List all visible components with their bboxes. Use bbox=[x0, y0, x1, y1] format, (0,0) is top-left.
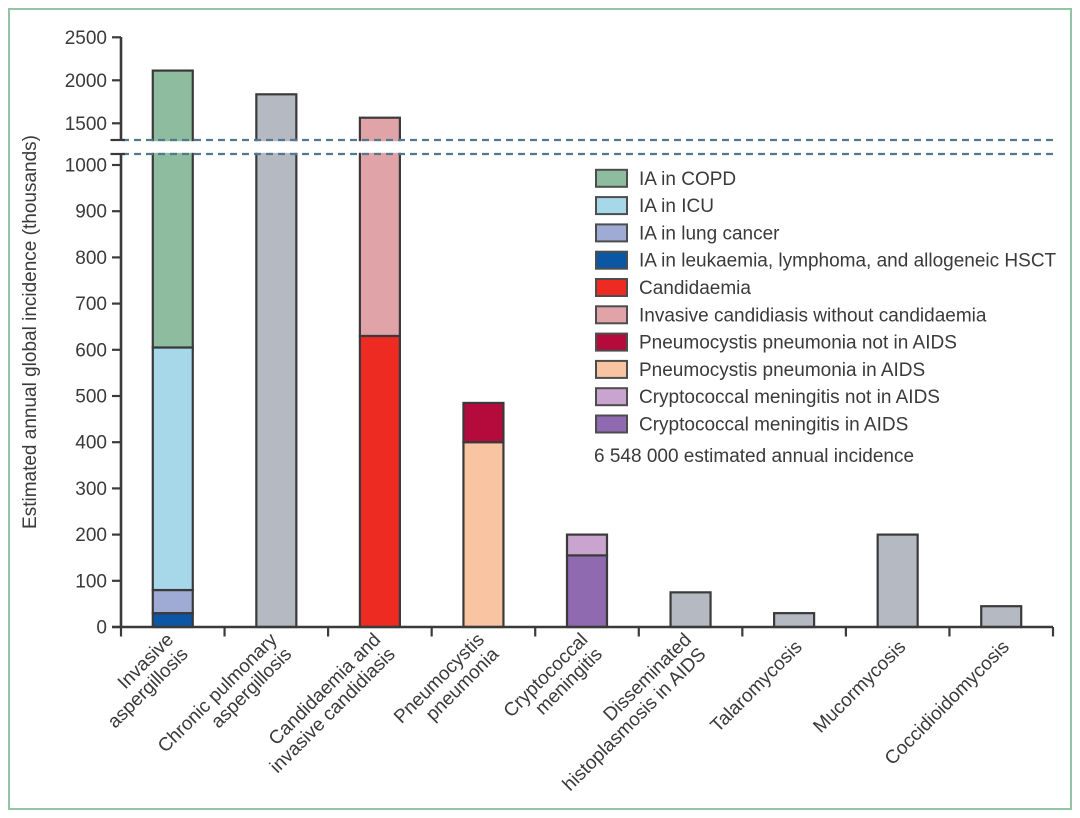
y-tick-label: 2500 bbox=[65, 28, 107, 49]
y-tick-label: 0 bbox=[96, 618, 107, 639]
legend-label-ia_lung_cancer: IA in lung cancer bbox=[639, 223, 780, 244]
y-tick-label: 900 bbox=[75, 202, 107, 223]
legend-label-ia_icu: IA in ICU bbox=[639, 196, 714, 217]
bar-segment-crypto_not_aids bbox=[565, 533, 609, 557]
legend-label-invasive_candidiasis: Invasive candidiasis without candidaemia bbox=[639, 305, 987, 326]
bar-segment-single bbox=[669, 591, 712, 629]
legend-swatch-invasive_candidiasis bbox=[595, 305, 628, 325]
bar-segment-candidaemia bbox=[358, 334, 401, 629]
bar-segment-ia_lung_cancer bbox=[151, 588, 194, 615]
legend-swatch-ia_leukaemia bbox=[595, 250, 628, 270]
legend-swatch-crypto_not_aids bbox=[595, 387, 628, 407]
y-tick-label: 600 bbox=[75, 340, 107, 361]
legend-label-candidaemia: Candidaemia bbox=[639, 278, 751, 299]
bar-segment-single bbox=[980, 605, 1023, 629]
bar-segment-pcp_aids bbox=[462, 441, 505, 629]
legend-swatch-pcp_not_aids bbox=[595, 332, 628, 352]
figure-border bbox=[8, 8, 1072, 810]
legend-label-crypto_aids: Cryptococcal meningitis in AIDS bbox=[639, 415, 908, 436]
y-tick-label: 800 bbox=[75, 248, 107, 269]
bar-segment-single bbox=[876, 533, 919, 629]
total-incidence-note: 6 548 000 estimated annual incidence bbox=[594, 446, 914, 467]
legend-label-ia_leukaemia: IA in leukaemia, lymphoma, and allogenei… bbox=[639, 251, 1057, 272]
y-tick-label: 100 bbox=[75, 571, 107, 592]
legend-swatch-ia_lung_cancer bbox=[595, 223, 628, 243]
bar-segment-crypto_aids bbox=[565, 554, 609, 629]
y-tick-label: 300 bbox=[75, 479, 107, 500]
y-tick-label: 400 bbox=[75, 433, 107, 454]
legend-label-crypto_not_aids: Cryptococcal meningitis not in AIDS bbox=[639, 387, 940, 408]
y-tick-label: 700 bbox=[75, 294, 107, 315]
legend-swatch-candidaemia bbox=[595, 278, 628, 297]
y-tick-label: 2000 bbox=[65, 71, 107, 92]
legend-label-ia_copd: IA in COPD bbox=[639, 169, 736, 190]
bar-segment-ia_icu bbox=[151, 346, 194, 592]
bar-segment-ia_copd bbox=[151, 69, 194, 349]
legend-swatch-crypto_aids bbox=[595, 414, 628, 434]
bar-segment-single bbox=[255, 93, 298, 629]
legend-label-pcp_not_aids: Pneumocystis pneumonia not in AIDS bbox=[639, 333, 957, 354]
bar-segment-single bbox=[773, 612, 816, 629]
bar-segment-pcp_not_aids bbox=[462, 401, 505, 444]
legend: IA in COPD IA in ICU IA in lung cancer IA i… bbox=[594, 168, 1057, 467]
legend-swatch-ia_copd bbox=[595, 168, 628, 188]
y-tick-label: 200 bbox=[75, 525, 107, 546]
bars-group bbox=[151, 69, 1023, 629]
x-category-label: Talaromycosis bbox=[707, 637, 807, 737]
y-tick-label: 1000 bbox=[65, 156, 107, 177]
legend-label-pcp_aids: Pneumocystis pneumonia in AIDS bbox=[639, 360, 925, 381]
axis-break-band bbox=[122, 141, 1053, 153]
legend-swatch-pcp_aids bbox=[595, 359, 628, 379]
legend-swatch-ia_icu bbox=[595, 196, 628, 216]
y-tick-label: 1500 bbox=[65, 114, 107, 135]
y-tick-label: 500 bbox=[75, 387, 107, 408]
y-axis-title: Estimated annual global incidence (thous… bbox=[20, 135, 41, 529]
x-category-label: Mucormycosis bbox=[810, 637, 911, 738]
bar-segment-ia_leukaemia bbox=[151, 612, 194, 629]
